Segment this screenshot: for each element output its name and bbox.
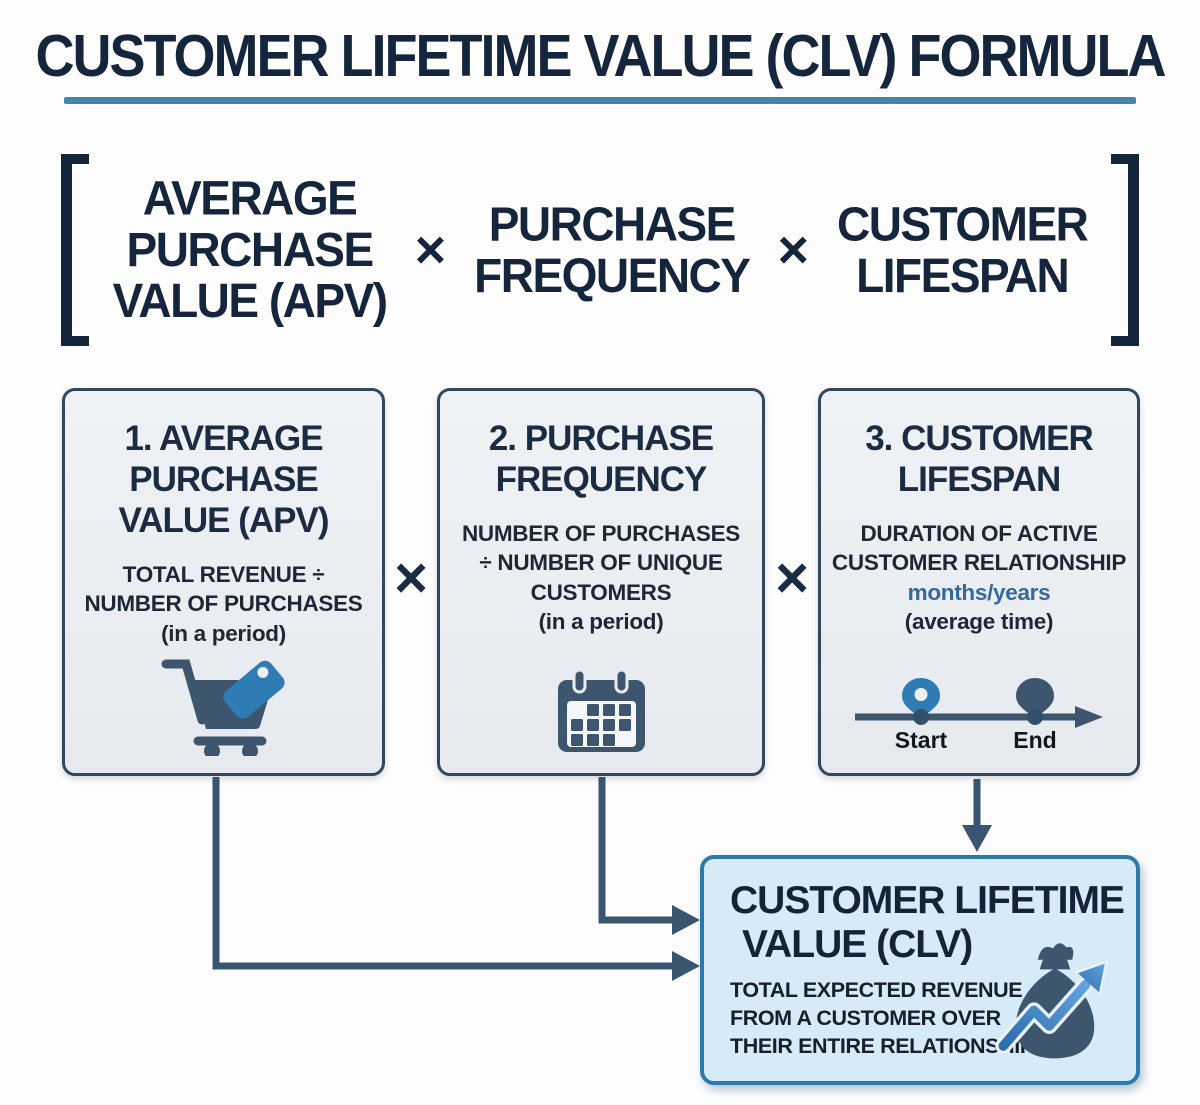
card-body-line: ÷ NUMBER OF UNIQUE bbox=[479, 550, 723, 576]
multiply-symbol: × bbox=[777, 220, 809, 280]
timeline-icon: Start End bbox=[849, 677, 1109, 763]
card-body-line: DURATION OF ACTIVE bbox=[860, 520, 1098, 546]
result-body-line: FROM A CUSTOMER OVER bbox=[730, 1006, 1001, 1031]
card-body-line: (in a period) bbox=[538, 609, 664, 635]
card-title-line: FREQUENCY bbox=[495, 459, 708, 499]
card-title-line: LIFESPAN bbox=[897, 459, 1061, 499]
card-title: 2. PURCHASE FREQUENCY bbox=[488, 419, 714, 501]
arrowhead-right-icon bbox=[672, 905, 700, 935]
card-title-line: 3. CUSTOMER bbox=[865, 419, 1094, 458]
result-body-line: TOTAL EXPECTED REVENUE bbox=[730, 978, 1023, 1003]
card-title-line: 1. AVERAGE bbox=[124, 419, 323, 458]
card-body-line: CUSTOMER RELATIONSHIP bbox=[831, 550, 1127, 576]
card-title: 1. AVERAGE PURCHASE VALUE (APV) bbox=[118, 419, 329, 542]
formula-term-line: FREQUENCY bbox=[474, 247, 751, 303]
shopping-cart-price-tag-icon bbox=[158, 650, 290, 761]
card-body: TOTAL REVENUE ÷ NUMBER OF PURCHASES (in … bbox=[84, 560, 362, 648]
formula-term-frequency: PURCHASE FREQUENCY bbox=[474, 196, 751, 303]
card-body-line: NUMBER OF PURCHASES bbox=[84, 591, 363, 617]
card-body-line: NUMBER OF PURCHASES bbox=[461, 520, 741, 546]
multiply-symbol: × bbox=[775, 545, 809, 611]
result-body: TOTAL EXPECTED REVENUE FROM A CUSTOMER O… bbox=[704, 967, 1042, 1061]
card-title-line: 2. PURCHASE bbox=[488, 419, 714, 458]
card-body-line: CUSTOMERS bbox=[530, 579, 672, 605]
calendar-icon bbox=[554, 668, 649, 761]
money-bag-growth-icon bbox=[988, 936, 1122, 1069]
multiply-symbol: × bbox=[394, 545, 428, 611]
formula-term-line: CUSTOMER bbox=[837, 196, 1089, 251]
formula-row: AVERAGE PURCHASE VALUE (APV) × PURCHASE … bbox=[0, 150, 1200, 350]
result-body-line: THEIR ENTIRE RELATIONSHIP bbox=[730, 1034, 1034, 1058]
card-title-line: VALUE (APV) bbox=[118, 500, 329, 540]
formula-term-line: LIFESPAN bbox=[856, 247, 1070, 303]
formula-term-lifespan: CUSTOMER LIFESPAN bbox=[837, 196, 1089, 303]
multiply-symbol: × bbox=[414, 220, 447, 280]
card-highlight-line: months/years bbox=[907, 579, 1051, 605]
formula-term-line: PURCHASE bbox=[488, 196, 737, 251]
card-purchase-frequency: 2. PURCHASE FREQUENCY NUMBER OF PURCHASE… bbox=[437, 388, 765, 776]
card-body: NUMBER OF PURCHASES ÷ NUMBER OF UNIQUE C… bbox=[462, 519, 740, 637]
formula-term-line: PURCHASE bbox=[126, 222, 375, 277]
card-customer-lifespan: 3. CUSTOMER LIFESPAN DURATION OF ACTIVE … bbox=[818, 388, 1140, 776]
connector-arrow-card2 bbox=[598, 777, 674, 924]
card-title: 3. CUSTOMER LIFESPAN bbox=[865, 419, 1094, 501]
left-bracket-icon bbox=[60, 154, 89, 346]
card-average-purchase-value: 1. AVERAGE PURCHASE VALUE (APV) TOTAL RE… bbox=[62, 388, 385, 776]
result-title-line: CUSTOMER LIFETIME bbox=[730, 879, 1125, 922]
connector-arrow-card1 bbox=[212, 777, 674, 970]
card-body-line: (in a period) bbox=[161, 620, 286, 646]
formula-term-line: VALUE (APV) bbox=[112, 273, 389, 329]
card-title-line: PURCHASE bbox=[129, 459, 318, 499]
result-title-line: VALUE (CLV) bbox=[742, 923, 973, 967]
clv-result-box: CUSTOMER LIFETIME VALUE (CLV) TOTAL EXPE… bbox=[700, 855, 1140, 1085]
right-bracket-icon bbox=[1111, 154, 1140, 346]
formula-term-line: AVERAGE bbox=[142, 170, 358, 225]
card-body: DURATION OF ACTIVE CUSTOMER RELATIONSHIP… bbox=[832, 519, 1126, 637]
title-underline-divider bbox=[64, 97, 1136, 104]
result-title: CUSTOMER LIFETIME VALUE (CLV) bbox=[704, 859, 1136, 967]
page-title: CUSTOMER LIFETIME VALUE (CLV) FORMULA bbox=[35, 23, 1167, 90]
formula-term-apv: AVERAGE PURCHASE VALUE (APV) bbox=[112, 170, 389, 329]
card-body-line: TOTAL REVENUE ÷ bbox=[122, 561, 325, 587]
timeline-end-label: End bbox=[1013, 727, 1057, 753]
arrowhead-down-icon bbox=[962, 825, 992, 852]
timeline-start-label: Start bbox=[894, 727, 948, 753]
card-note-line: (average time) bbox=[904, 609, 1054, 635]
location-pin-end-icon bbox=[1016, 678, 1054, 718]
arrowhead-right-icon bbox=[672, 951, 700, 981]
